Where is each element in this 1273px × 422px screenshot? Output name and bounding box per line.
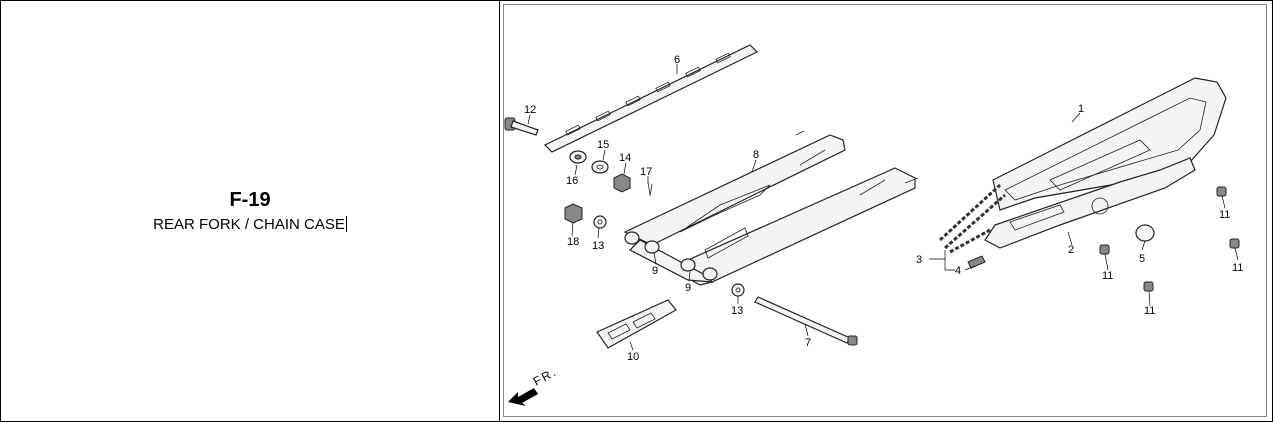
callout-labels: 1 2 3 4 5 6 7 8 9 9 10 11 11 11 11 12 13… [524, 54, 1243, 363]
callout-10: 10 [627, 351, 639, 363]
part-nut [613, 173, 631, 193]
callout-13b: 13 [731, 305, 743, 317]
callout-5: 5 [1139, 253, 1145, 265]
figure-code: F-19 [229, 189, 271, 211]
part-swing-arm [623, 130, 919, 286]
exploded-view-frame [503, 4, 1267, 417]
callout-6: 6 [674, 54, 680, 66]
callout-4: 4 [955, 265, 961, 277]
callout-11c: 11 [1102, 270, 1113, 282]
callout-11a: 11 [1219, 209, 1230, 221]
part-drive-chain [938, 183, 1006, 254]
part-washer-upper [593, 215, 607, 229]
callout-15: 15 [597, 139, 609, 151]
callout-3: 3 [916, 254, 922, 266]
callout-leaders [527, 64, 1239, 351]
part-master-link [967, 255, 986, 269]
callout-1: 1 [1078, 103, 1084, 115]
callout-11b: 11 [1232, 262, 1243, 274]
part-pivot-bushings [624, 231, 718, 281]
callout-16: 16 [566, 175, 578, 187]
callout-17: 17 [640, 166, 652, 178]
callout-8: 8 [753, 149, 759, 161]
callout-9a: 9 [652, 265, 658, 277]
callout-2: 2 [1068, 244, 1074, 256]
part-cotter-pin [647, 181, 653, 197]
direction-label: FR. [531, 364, 560, 388]
front-direction-indicator: FR. [508, 364, 560, 406]
figure-caption-cell: F-19 REAR FORK / CHAIN CASE [1, 1, 500, 421]
part-swingarm-nut [564, 203, 583, 224]
part-case-bolts [1099, 186, 1240, 292]
callout-14: 14 [619, 152, 631, 164]
part-washer [591, 160, 609, 174]
callout-12: 12 [524, 104, 536, 116]
text-cursor [345, 216, 347, 232]
callout-13a: 13 [592, 240, 604, 252]
part-chain-case-lower [984, 157, 1196, 249]
arrow-icon [508, 388, 538, 406]
exploded-view-cell [500, 1, 1272, 421]
part-chain-case-upper [992, 77, 1227, 211]
callout-18: 18 [567, 236, 579, 248]
part-cap [1135, 224, 1155, 242]
figure-title-text: REAR FORK / CHAIN CASE [153, 216, 345, 233]
callout-7: 7 [805, 337, 811, 349]
callout-9b: 9 [685, 282, 691, 294]
part-pivot-bolt [754, 296, 858, 346]
part-chain-guide [596, 299, 677, 349]
part-bolt [504, 117, 539, 136]
part-washer-lower [731, 283, 745, 297]
part-chain-slider [543, 44, 759, 153]
figure-title: REAR FORK / CHAIN CASE [1, 216, 499, 233]
callout-11d: 11 [1144, 305, 1155, 317]
